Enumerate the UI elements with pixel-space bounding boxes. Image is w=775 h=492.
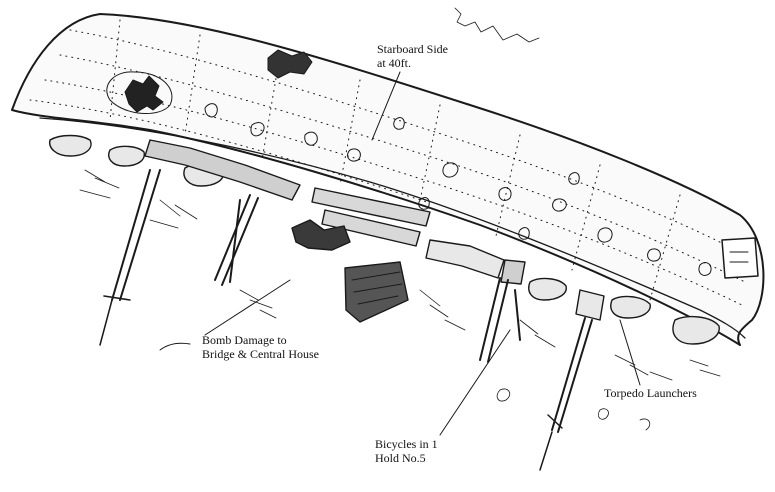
deck-fittings	[49, 134, 720, 471]
label-bomb-damage: Bomb Damage to Bridge & Central House	[202, 333, 319, 361]
leader-bomb	[204, 279, 291, 336]
label-bicycles-line2: Hold No.5	[375, 451, 426, 465]
label-torpedo-launchers: Torpedo Launchers	[604, 386, 697, 400]
label-starboard-side: Starboard Side at 40ft.	[377, 42, 448, 70]
label-bomb-line1: Bomb Damage to	[202, 333, 287, 347]
leader-starboard	[371, 71, 401, 141]
leader-bicycles	[439, 329, 511, 436]
label-bicycles: Bicycles in 1 Hold No.5	[375, 437, 438, 465]
label-bomb-line2: Bridge & Central House	[202, 347, 319, 361]
leader-torpedo	[619, 319, 641, 386]
leader-lines	[159, 71, 641, 436]
label-starboard-line1: Starboard Side	[377, 42, 448, 56]
hull-side	[11, 13, 765, 346]
seabed	[79, 7, 721, 431]
label-starboard-line2: at 40ft.	[377, 56, 411, 70]
label-bicycles-line1: Bicycles in 1	[375, 437, 438, 451]
